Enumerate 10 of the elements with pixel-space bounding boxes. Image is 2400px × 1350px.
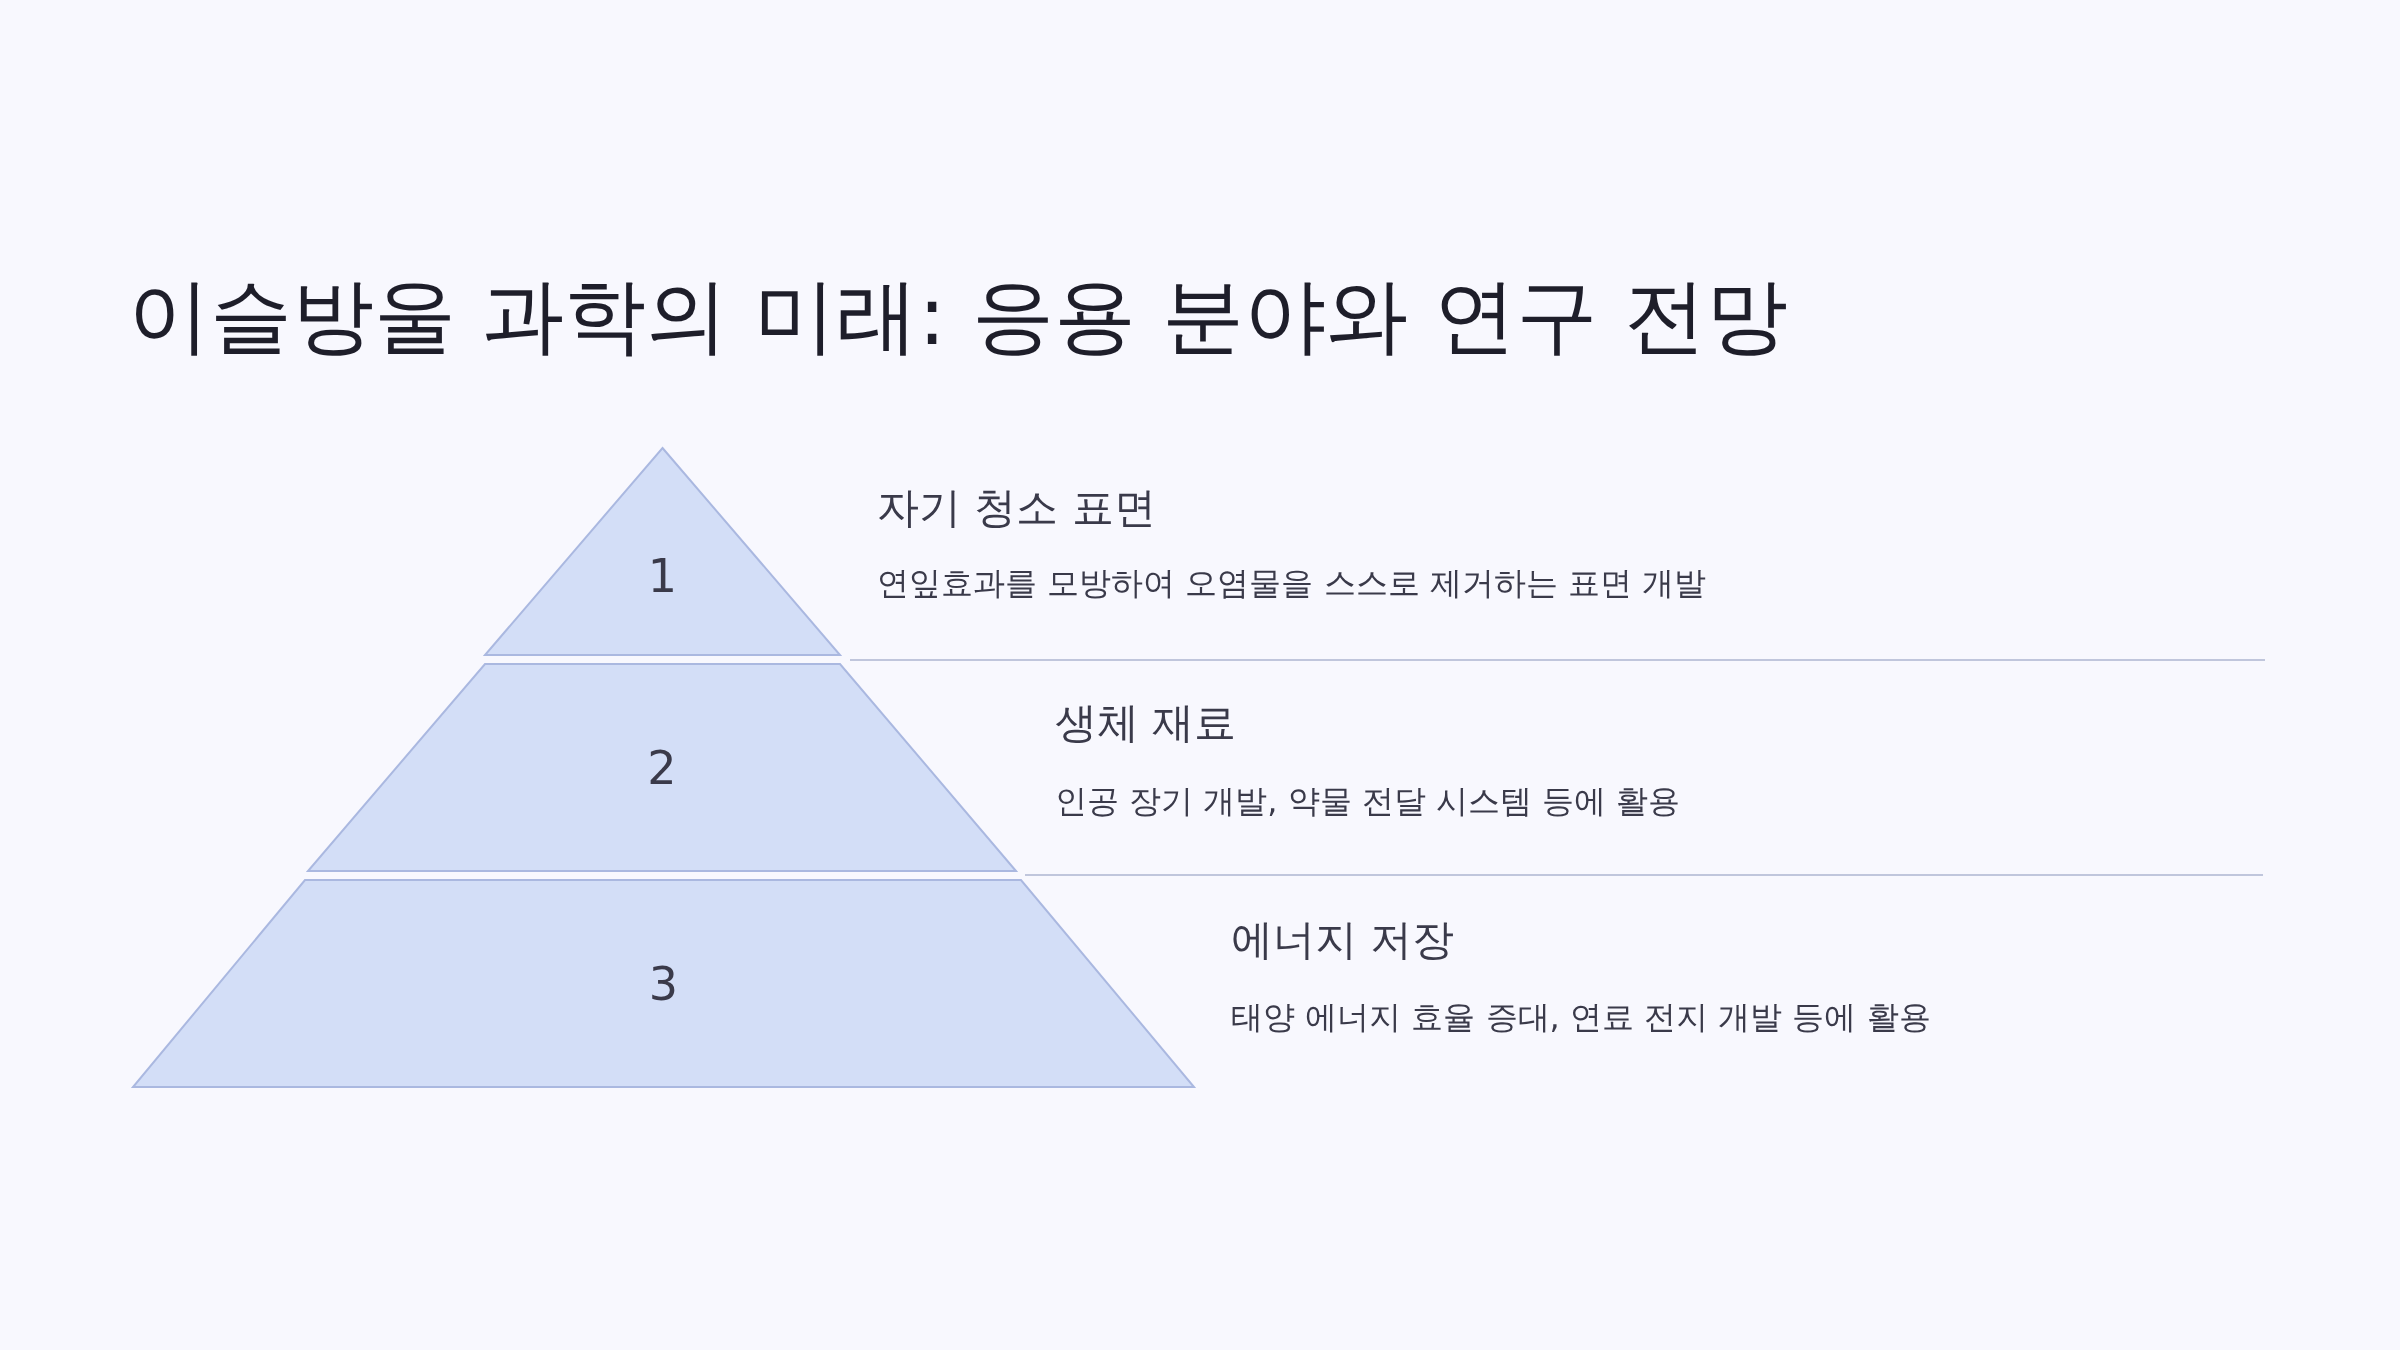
tier-description: 태양 에너지 효율 증대, 연료 전지 개발 등에 활용 — [1231, 997, 1931, 1038]
tier-description: 인공 장기 개발, 약물 전달 시스템 등에 활용 — [1055, 781, 1681, 822]
tier-number: 1 — [647, 549, 678, 604]
tier-heading: 자기 청소 표면 — [877, 482, 1156, 534]
tier-number: 2 — [647, 740, 677, 795]
tier-heading: 생체 재료 — [1055, 697, 1237, 749]
tier-number: 3 — [648, 956, 679, 1011]
title: 이슬방울 과학의 미래: 응용 분야와 연구 전망 — [128, 267, 1789, 365]
tier-heading: 에너지 저장 — [1231, 914, 1455, 966]
tier-description: 연잎효과를 모방하여 오염물을 스스로 제거하는 표면 개발 — [877, 563, 1707, 604]
